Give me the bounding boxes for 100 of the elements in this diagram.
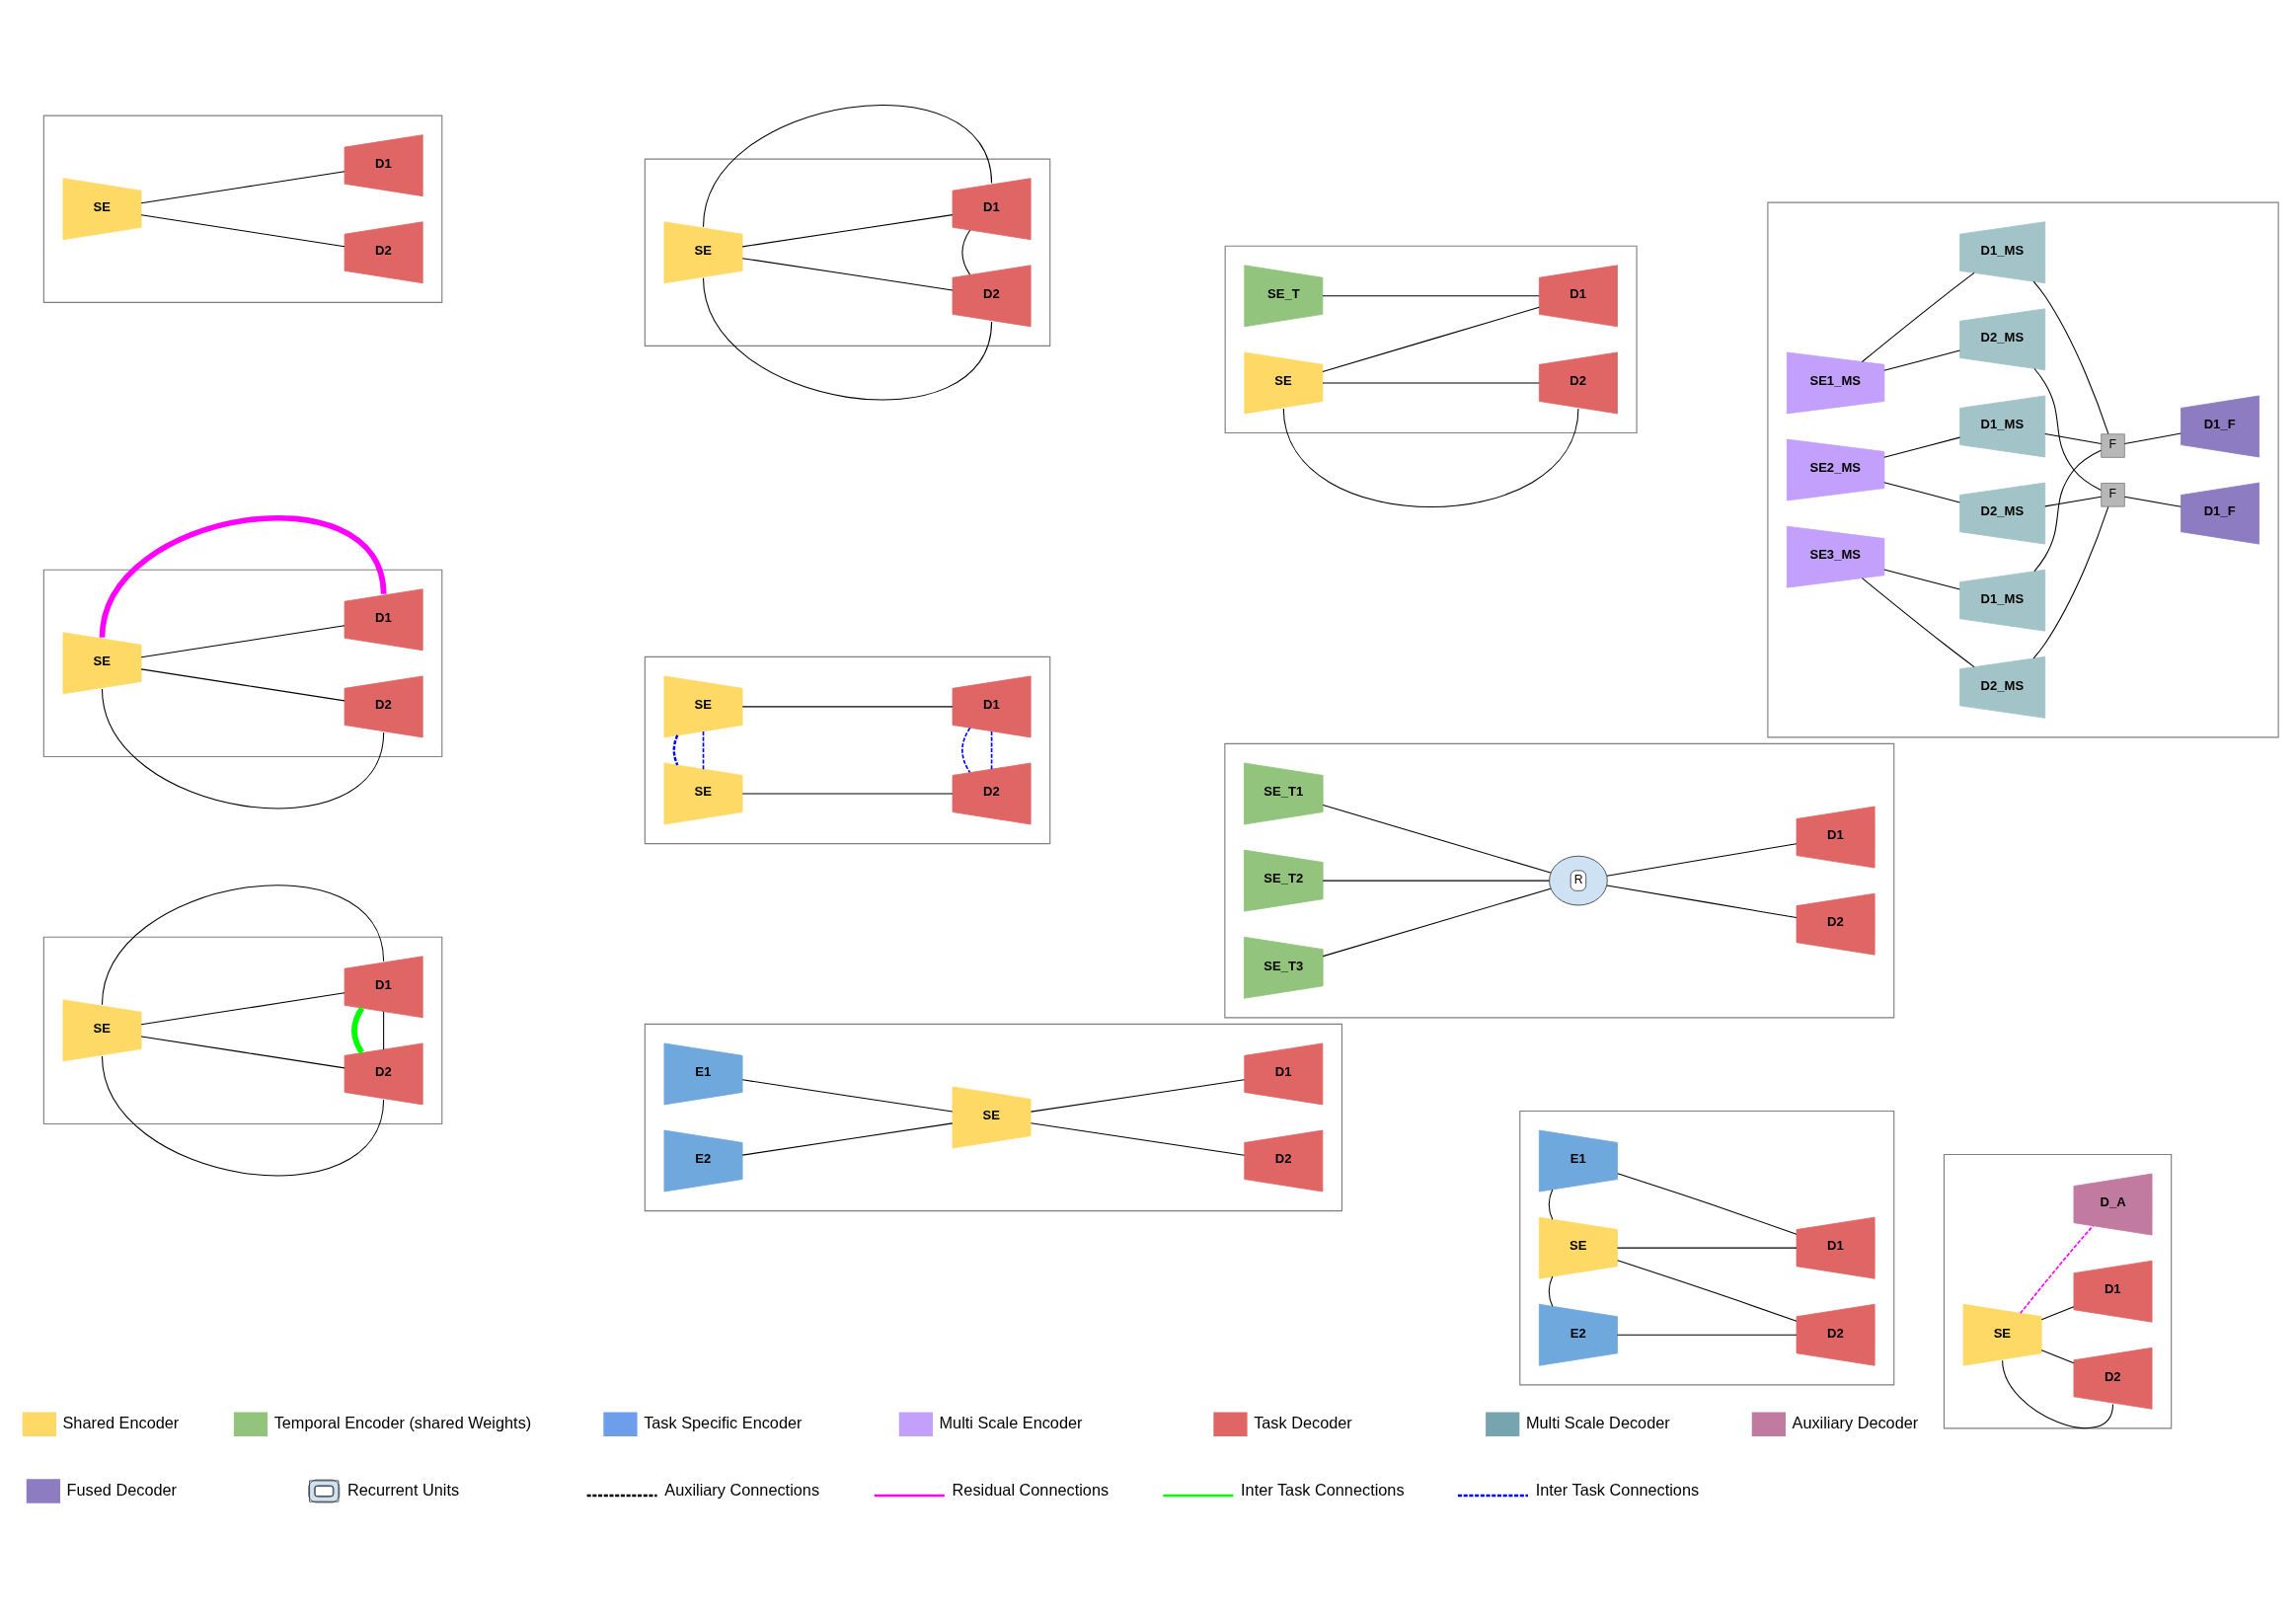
node-box: F [2101, 433, 2125, 458]
cluster [1224, 245, 1638, 434]
connector [1617, 1334, 1798, 1336]
connector [1861, 578, 1975, 668]
node-box: E1 [1538, 1129, 1618, 1193]
node-box: D2 [1796, 1303, 1875, 1366]
legend-label: Shared Encoder [62, 1413, 180, 1431]
node-box: D2 [1796, 892, 1875, 956]
connector [2123, 496, 2181, 507]
connector [1617, 1173, 1798, 1235]
cluster [42, 936, 443, 1125]
connector [961, 229, 971, 275]
connector [1861, 271, 1975, 363]
node-box: SE_T1 [1244, 762, 1324, 825]
node-box: D2 [344, 1042, 423, 1106]
connector [2033, 449, 2102, 573]
node-box: SE [952, 1086, 1032, 1149]
node-box: D1 [952, 675, 1032, 738]
node-ellipse: R [1549, 855, 1608, 906]
connector [2040, 1306, 2075, 1321]
node-box: SE [1244, 351, 1324, 415]
connector [2032, 505, 2109, 659]
connector [140, 171, 345, 204]
node-box: SE [1962, 1303, 2042, 1366]
node-box: D2 [1538, 351, 1618, 415]
connector [1883, 349, 1960, 371]
node-box: D1 [2073, 1260, 2153, 1323]
node-box: D2 [2073, 1347, 2153, 1410]
node-box: D2_MS [1959, 655, 2046, 719]
node-box: D2 [1244, 1129, 1324, 1193]
cluster [1519, 1110, 1895, 1386]
node-box: D1_MS [1959, 221, 2046, 284]
connector [703, 104, 993, 228]
connector [140, 625, 345, 658]
legend-label: Inter Task Connections [1241, 1480, 1405, 1499]
cluster [1767, 201, 2279, 738]
node-box: D1 [344, 956, 423, 1019]
connector [1322, 880, 1550, 882]
connector [961, 727, 971, 774]
node-box: F [2101, 483, 2125, 507]
cluster [644, 158, 1051, 346]
node-box: D2 [952, 762, 1032, 825]
connector [2033, 367, 2102, 491]
connector [741, 258, 954, 291]
node-box: D1 [344, 588, 423, 652]
node-box: D1 [1538, 265, 1618, 328]
legend-label: Inter Task Connections [1535, 1480, 1700, 1499]
node-box: D2_MS [1959, 308, 2046, 371]
connector [383, 1011, 385, 1050]
node-box: D1 [952, 178, 1032, 241]
connector [1606, 843, 1798, 877]
node-box: SE_T3 [1244, 936, 1324, 999]
connector [1548, 1189, 1554, 1220]
connector [1322, 306, 1540, 372]
node-box: E2 [663, 1129, 743, 1193]
node-box: D1 [1796, 1216, 1875, 1279]
connector [1322, 805, 1552, 874]
connector [741, 1079, 954, 1113]
connector [2044, 496, 2103, 507]
legend-label: Auxiliary Decoder [1792, 1413, 1919, 1431]
node-box: D1_MS [1959, 395, 2046, 458]
node-box: D1 [1244, 1042, 1324, 1106]
node-box: SE [663, 762, 743, 825]
node-box: D1 [1796, 806, 1875, 869]
legend-label: Residual Connections [952, 1480, 1110, 1499]
connector [702, 731, 705, 771]
legend-label: Recurrent Units [346, 1480, 460, 1499]
connector [1030, 1122, 1246, 1156]
cluster [1224, 742, 1895, 1019]
cluster [644, 1023, 1343, 1212]
node-box: SE [663, 675, 743, 738]
node-box: SE [62, 999, 142, 1062]
connector [1606, 885, 1798, 919]
node-box: E2 [1538, 1303, 1618, 1366]
node-box: D1_MS [1959, 569, 2046, 632]
node-box: SE_T2 [1244, 849, 1324, 912]
connector [1883, 482, 1960, 503]
connector [1282, 408, 1579, 508]
connector [741, 214, 954, 248]
node-box: D_A [2073, 1173, 2153, 1236]
node-box: D2 [952, 265, 1032, 328]
connector [140, 992, 345, 1026]
connector [741, 1122, 954, 1156]
node-box: D2 [344, 221, 423, 284]
connector [2032, 280, 2109, 434]
node-box: D2_MS [1959, 482, 2046, 545]
connector [101, 688, 385, 809]
connector [1617, 1260, 1798, 1322]
legend-label: Fused Decoder [66, 1480, 178, 1499]
cluster [42, 569, 443, 758]
connector [1883, 569, 1960, 590]
connector [140, 668, 345, 702]
node-box: D2 [344, 675, 423, 738]
connector [2123, 432, 2181, 445]
connector [672, 734, 679, 766]
node-box: SE [663, 221, 743, 284]
node-box: SE3_MS [1786, 525, 1885, 588]
connector [101, 885, 385, 1006]
node-box: D1 [344, 134, 423, 197]
node-box: SE [62, 632, 142, 695]
